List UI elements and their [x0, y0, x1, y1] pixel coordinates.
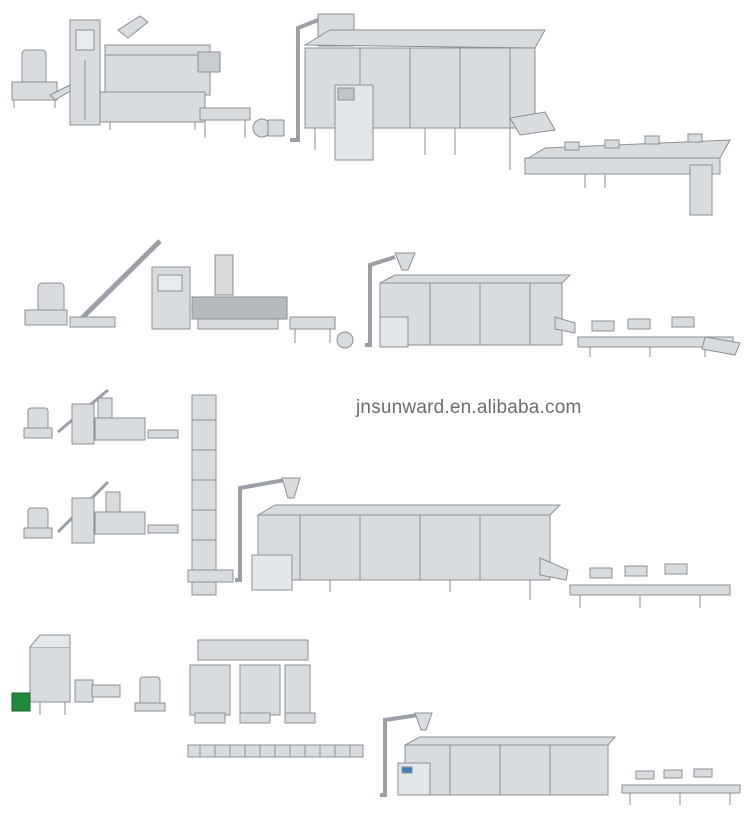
production-line-3-illustration: [23, 388, 731, 608]
flavoring-line: [621, 768, 741, 805]
mixer-machine: [134, 676, 166, 712]
production-line-1: [0, 0, 750, 225]
production-line-3: [0, 380, 750, 610]
production-line-2: [0, 225, 750, 375]
flavoring-line: [577, 316, 741, 357]
mixer-upper: [23, 407, 53, 439]
cutter-table: [199, 107, 251, 138]
dryer: [379, 274, 576, 348]
cooling-conveyor: [523, 133, 731, 216]
grinder-unit: [11, 634, 121, 715]
production-line-2-illustration: [24, 239, 741, 357]
bucket-elevator: [187, 394, 234, 596]
multi-layer-dryer: [303, 29, 556, 170]
blower: [336, 331, 354, 349]
extruder-machine: [99, 15, 221, 130]
mixer-machine: [11, 49, 73, 108]
production-line-4-illustration: [11, 634, 741, 805]
screw-conveyor: [69, 239, 162, 328]
production-line-1-illustration: [11, 13, 731, 216]
watermark-text: jnsunward.en.alibaba.com: [356, 397, 582, 418]
mixer-lower: [23, 507, 53, 539]
production-line-4: [0, 625, 750, 821]
control-cabinet: [69, 19, 101, 126]
extruders: [189, 639, 316, 724]
belt-conveyor: [187, 744, 364, 758]
vibrating-sieve: [289, 316, 336, 343]
blower: [252, 118, 285, 138]
flavoring-line: [569, 563, 731, 608]
mixer-machine: [24, 282, 68, 326]
extruder-machine: [191, 254, 288, 330]
dryer: [251, 504, 569, 600]
control-cabinet: [151, 266, 191, 330]
dryer: [397, 736, 617, 796]
